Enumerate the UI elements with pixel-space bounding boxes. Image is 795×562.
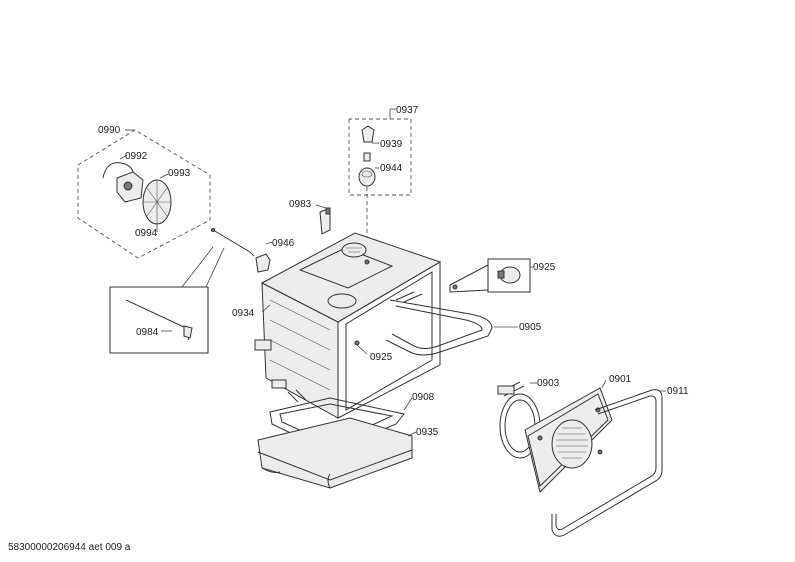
label-0992: 0992 <box>125 151 148 162</box>
document-id: 58300000206944 aet 009 a <box>8 542 131 553</box>
label-0925b: 0925 <box>370 352 393 363</box>
label-0925a: 0925 <box>533 262 556 273</box>
label-0903: 0903 <box>537 378 560 389</box>
group-0990: 0990 0992 0993 0994 <box>77 125 225 288</box>
label-0908: 0908 <box>412 392 435 403</box>
label-0901: 0901 <box>609 374 632 385</box>
label-0984: 0984 <box>136 327 159 338</box>
label-0905: 0905 <box>519 322 542 333</box>
label-0935: 0935 <box>416 427 439 438</box>
gasket-0911: 0911 <box>551 386 689 537</box>
part-0946: 0946 <box>255 238 295 273</box>
part-0983: 0983 <box>289 199 331 235</box>
heater-0905: 0905 <box>385 291 542 356</box>
back-panel-0901: 0901 <box>524 374 632 493</box>
group-0937: 0937 0939 0944 <box>348 105 419 258</box>
label-0934: 0934 <box>232 308 255 319</box>
oven-cavity-0934: 0934 0925 <box>232 232 442 419</box>
label-0990: 0990 <box>98 125 121 136</box>
label-0983: 0983 <box>289 199 312 210</box>
label-0911: 0911 <box>667 386 689 397</box>
label-0993: 0993 <box>168 168 191 179</box>
label-0944: 0944 <box>380 163 403 174</box>
group-0984: 0984 <box>109 228 255 354</box>
label-0994: 0994 <box>135 228 158 239</box>
part-0925: 0925 <box>449 258 556 293</box>
label-0939: 0939 <box>380 139 403 150</box>
insulation-0935: 0935 <box>257 417 439 489</box>
label-0937: 0937 <box>396 105 419 116</box>
label-0946: 0946 <box>272 238 295 249</box>
